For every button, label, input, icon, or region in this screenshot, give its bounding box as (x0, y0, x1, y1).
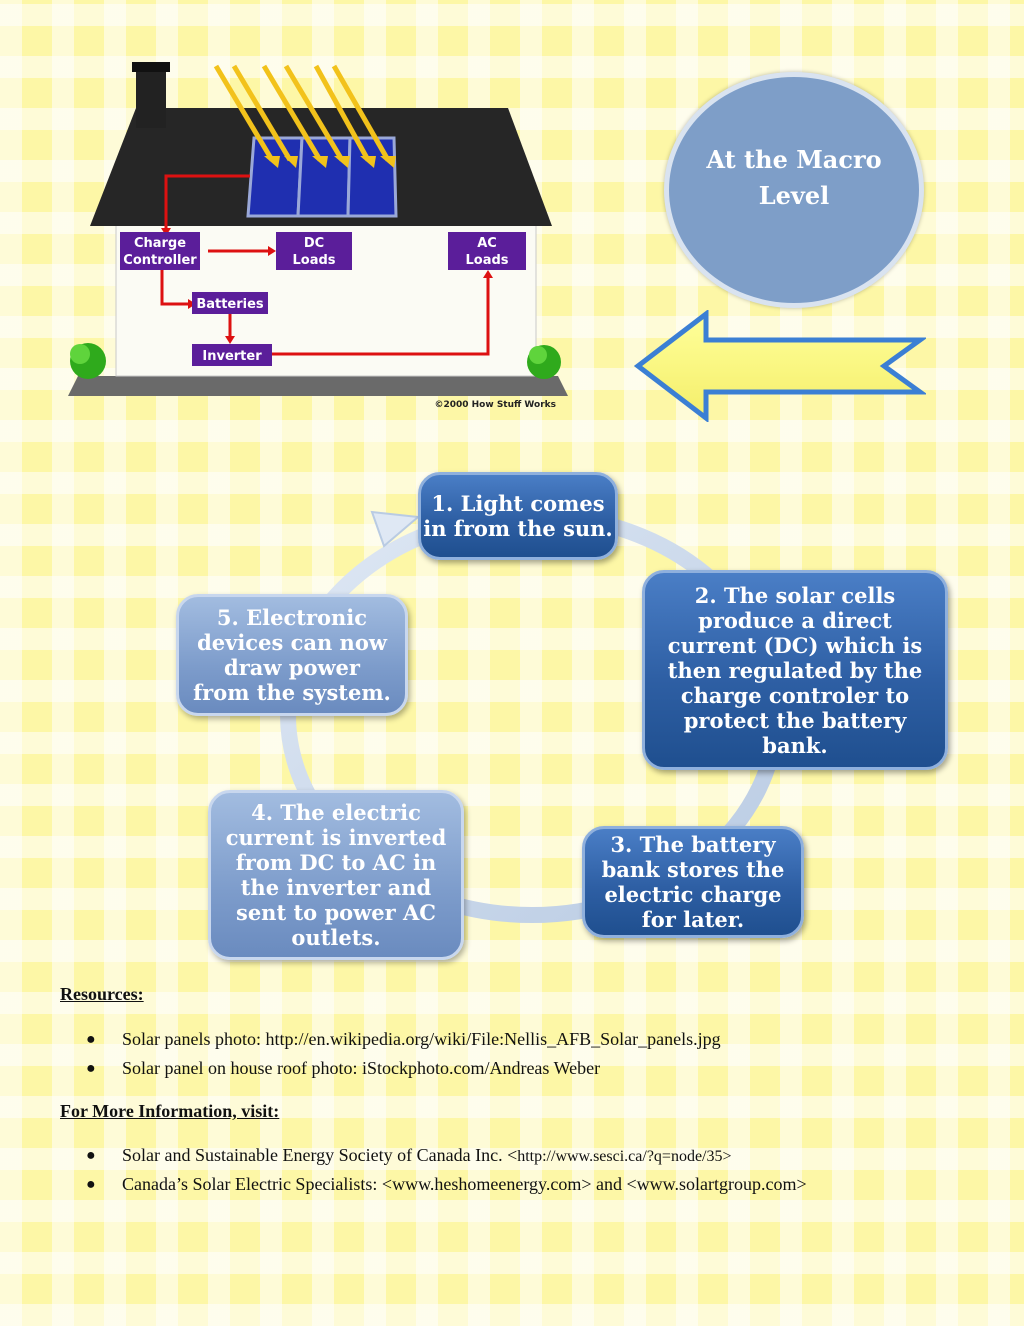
label-dc-loads: DC Loads (276, 232, 352, 270)
resources-heading: Resources: (60, 984, 144, 1004)
resources-list: ●Solar panels photo: http://en.wikipedia… (86, 1025, 721, 1083)
svg-text:DC: DC (304, 236, 324, 251)
solar-panel-array (246, 136, 398, 218)
list-item: ●Solar and Sustainable Energy Society of… (86, 1145, 732, 1165)
cycle-step-3: 3. The battery bank stores the electric … (582, 826, 804, 938)
label-ac-loads: AC Loads (448, 232, 526, 270)
svg-text:Loads: Loads (465, 253, 508, 268)
svg-text:Inverter: Inverter (202, 349, 262, 364)
left-arrow-icon (634, 310, 926, 422)
svg-text:Charge: Charge (134, 236, 186, 251)
svg-text:Loads: Loads (292, 253, 335, 268)
copyright-text: ©2000 How Stuff Works (434, 400, 556, 410)
sun-rays-icon (213, 64, 391, 162)
ground-strip (68, 376, 568, 396)
cycle-step-1: 1. Light comes in from the sun. (418, 472, 618, 560)
svg-text:Controller: Controller (123, 253, 197, 268)
cycle-step-4: 4. The electric current is inverted from… (208, 790, 464, 960)
svg-text:Batteries: Batteries (196, 297, 264, 312)
more-info-list: ●Solar and Sustainable Energy Society of… (86, 1141, 807, 1199)
svg-text:AC: AC (477, 236, 497, 251)
cycle-step-2: 2. The solar cells produce a direct curr… (642, 570, 948, 770)
wiring (160, 174, 490, 356)
list-item: ●Solar panels photo: http://en.wikipedia… (86, 1029, 721, 1049)
list-item: ●Solar panel on house roof photo: iStock… (86, 1058, 601, 1078)
solar-house-illustration: Charge Controller DC Loads AC Loads Batt… (68, 62, 568, 410)
macro-level-text: At the Macro Level (706, 145, 882, 210)
list-item: ●Canada’s Solar Electric Specialists: <w… (86, 1174, 807, 1194)
bush-right-icon (527, 345, 561, 379)
label-batteries: Batteries (192, 292, 268, 314)
bush-left-icon (70, 343, 106, 379)
more-info-heading: For More Information, visit: (60, 1101, 280, 1121)
chimney (136, 66, 166, 128)
label-inverter: Inverter (192, 344, 272, 366)
label-charge-controller: Charge Controller (120, 232, 200, 270)
sesci-link[interactable]: http://www.sesci.ca/?q=node/35> (517, 1148, 732, 1165)
cycle-step-5: 5. Electronic devices can now draw power… (176, 594, 408, 716)
macro-level-circle: At the Macro Level (664, 72, 924, 308)
